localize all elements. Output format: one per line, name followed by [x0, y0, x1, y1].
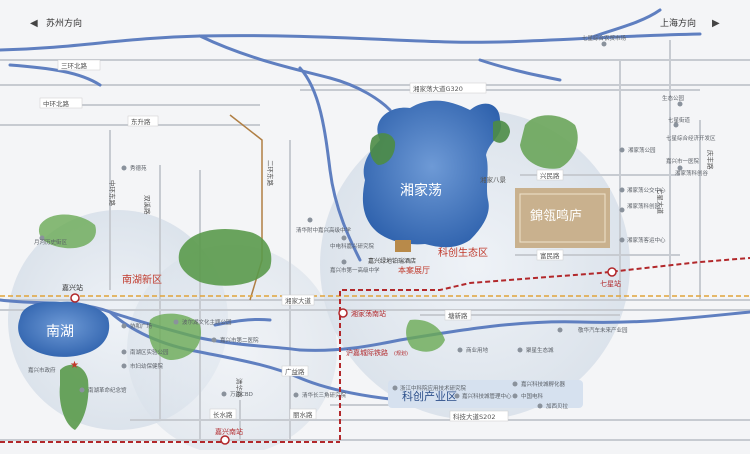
hujia-rail-note: (规划): [394, 350, 408, 357]
jiaxing-south-station-label: 嘉兴南站: [215, 427, 243, 436]
shanghai-arrow-icon: ▶: [712, 18, 720, 29]
poi-label: 生态公园: [662, 94, 685, 102]
river-network: [0, 8, 750, 406]
road-label-yingbin: 富民路: [540, 251, 560, 260]
road-label-kechuang: 科技大道S202: [453, 412, 496, 421]
poi-label: 清华长三角研究院: [302, 391, 347, 399]
poi-label: 嘉兴市第一高级中学: [330, 266, 380, 274]
project-panel-border: [519, 193, 606, 243]
showroom-building-icon: [395, 240, 411, 252]
road-label-guangyi: 广益路: [285, 367, 305, 376]
green-parks: [38, 115, 578, 430]
kechuang-eco-label: 科创生态区: [438, 246, 488, 259]
hujia-rail-line: [339, 257, 750, 440]
road-label-dongsheng: 东升路: [131, 117, 151, 126]
poi-label: 湘家荡科创园: [627, 202, 661, 210]
poi-layer: 七星综合农贸市场 生态公园 七星街道 七星综合经济开发区 嘉兴市一医院 湘家荡科…: [28, 34, 716, 410]
poi-label: 湘家荡科创谷: [675, 169, 709, 177]
poi-label: 中国电科: [521, 392, 544, 400]
qixing-station-label: 七星站: [600, 279, 621, 288]
poi-label: 湘家荡公交中心: [627, 186, 666, 194]
kechuang-industry-label: 科创产业区: [402, 389, 457, 403]
nanhu-lake-label: 南湖: [46, 324, 74, 340]
road-label-ganyuan: 庆丰路: [706, 150, 715, 170]
xiangjiadang-lake-label: 湘家荡: [400, 182, 442, 199]
poi-label: 波尔湖文化主题公园: [182, 318, 232, 326]
nanhu-new-district-label: 南湖新区: [122, 273, 162, 286]
poi-label: 浙江中科院应用技术研究院: [400, 384, 467, 392]
poi-label: 嘉兴市第二医院: [220, 336, 259, 344]
poi-label: 聚星生态城: [526, 346, 554, 354]
poi-label: 万达CBD: [230, 390, 253, 398]
shanghai-direction-label: 上海方向: [660, 17, 696, 29]
project-showroom-label: 本案展厅: [398, 265, 430, 275]
road-label-eight-views: 湘家八景: [480, 175, 507, 184]
project-brand-label: 錦瓴鸣庐: [530, 208, 582, 224]
project-panel: [515, 188, 610, 248]
xiangjiadang-south-station-label: 湘家荡南站: [351, 309, 386, 318]
suzhou-direction-label: 苏州方向: [46, 17, 82, 29]
xiangjiadang-lake: [362, 100, 502, 248]
road-label-g320: 湘家荡大道G320: [413, 84, 463, 93]
metro-line-brown: [229, 114, 263, 301]
suzhou-arrow-icon: ◀: [30, 18, 38, 29]
poi-label: 湘家荡客运中心: [627, 236, 666, 244]
road-grid: [0, 40, 750, 441]
road-label-zhonghuan-east: 中环东路: [108, 180, 117, 207]
poi-label: 湘家荡公园: [628, 146, 656, 154]
poi-label: 加西贝拉: [546, 402, 569, 410]
poi-label: 南湖区实验公园: [130, 348, 169, 356]
road-label-sanhuan-north: 三环北路: [61, 61, 88, 70]
qixing-station-icon: [607, 267, 617, 277]
road-label-qingyuan: 清华路: [235, 378, 244, 398]
government-star-icon: ★: [70, 360, 79, 371]
poi-label: 七星综合农贸市场: [582, 34, 627, 42]
poi-label: 商业用地: [466, 346, 489, 354]
road-label-shuangxi: 双溪路: [143, 195, 152, 215]
jiaxing-station-label: 嘉兴站: [62, 283, 83, 292]
poi-label: 市妇幼保健院: [130, 362, 164, 370]
hujia-rail-label: 沪嘉城际铁路: [346, 348, 388, 357]
poi-label: 嘉兴市政府: [28, 366, 56, 374]
poi-label: 南湖革命纪念馆: [88, 386, 127, 394]
poi-label: 中电科嘉兴研究院: [330, 242, 375, 250]
road-label-zhonghuan-north: 中环北路: [43, 99, 70, 108]
poi-label: 嘉兴市一医院: [666, 157, 700, 165]
road-label-erhuan-east: 二环东路: [266, 160, 275, 187]
road-label-lishui: 丽水路: [293, 410, 313, 419]
poi-label: 协和广场: [130, 322, 153, 330]
road-label-changshui: 长水路: [213, 410, 233, 419]
road-label-xingmin: 兴民路: [540, 171, 560, 180]
poi-label: 七星综合经济开发区: [666, 134, 716, 142]
poi-label: 嘉兴科技城孵化器: [521, 380, 566, 388]
poi-label: 嘉兴科技城管理中心: [462, 392, 512, 400]
poi-label: 秀德苑: [130, 164, 147, 172]
kechuang-industry-panel: [388, 380, 583, 408]
project-hotel-label: 嘉兴绿地铂瑞酒店: [368, 257, 416, 265]
poi-label: 月河历史街区: [34, 238, 68, 246]
poi-label: 七星街道: [668, 116, 691, 124]
xiangjiadang-south-station-icon: [338, 308, 348, 318]
poi-label: 敬华汽车未来产业园: [578, 326, 628, 334]
road-label-tangxin: 塘新路: [448, 311, 468, 320]
poi-label: 清华附中嘉兴高级中学: [296, 226, 352, 234]
nanhu-lake: [18, 301, 110, 357]
road-label-xiangjia: 湘家大道: [285, 296, 312, 305]
jiaxing-south-station-icon: [220, 435, 230, 445]
jiaxing-station-icon: [70, 293, 80, 303]
road-label-qixing-ave: 七星大道: [656, 188, 665, 215]
